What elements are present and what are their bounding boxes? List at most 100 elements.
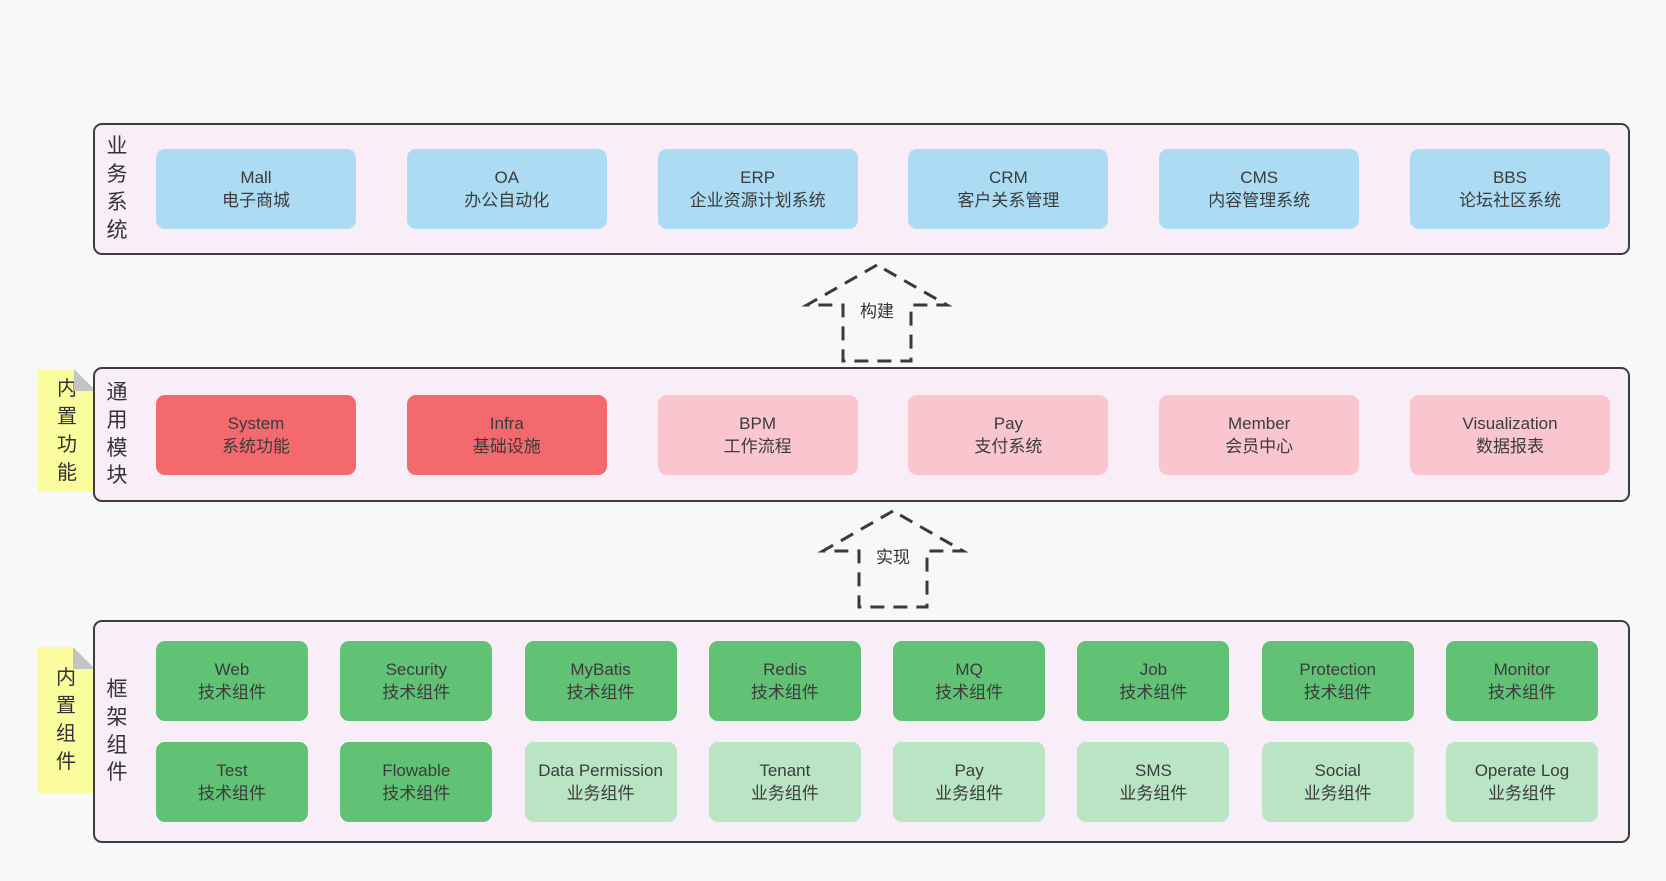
box-title: Protection	[1299, 660, 1376, 679]
layer-label: 框架组件	[106, 677, 128, 785]
box-subtitle: 技术组件	[1303, 683, 1372, 702]
box-title: Test	[216, 761, 248, 780]
box-subtitle: 内容管理系统	[1208, 191, 1311, 210]
box-infra: Infra 基础设施	[406, 394, 607, 475]
box-mq: MQ 技术组件	[893, 641, 1046, 721]
box-bbs: BBS 论坛社区系统	[1409, 149, 1610, 229]
box-mall: Mall 电子商城	[156, 149, 356, 229]
box-erp: ERP 企业资源计划系统	[657, 149, 858, 229]
layer-label: 业务系统	[106, 135, 128, 242]
box-subtitle: 电子商城	[222, 191, 290, 210]
arrow-build-label: 构建	[857, 296, 897, 323]
box-subtitle: 技术组件	[1119, 683, 1188, 702]
box-crm: CRM 客户关系管理	[908, 149, 1109, 229]
box-subtitle: 技术组件	[198, 683, 266, 702]
arrow-build: 构建	[797, 260, 957, 366]
box-subtitle: 业务组件	[750, 784, 819, 803]
box-protection: Protection 技术组件	[1261, 641, 1414, 721]
sticky-note-built-in-features: 内置功能	[38, 369, 96, 492]
box-subtitle: 技术组件	[750, 683, 819, 702]
box-title: Job	[1139, 660, 1168, 679]
box-pay-component: Pay 业务组件	[893, 742, 1046, 822]
box-test: Test 技术组件	[156, 742, 308, 822]
box-title: System	[227, 413, 285, 433]
box-title: CRM	[989, 168, 1028, 187]
box-operate-log: Operate Log 业务组件	[1445, 742, 1598, 822]
box-subtitle: 数据报表	[1475, 436, 1544, 456]
sticky-note-text: 内置功能	[57, 377, 77, 484]
box-subtitle: 技术组件	[382, 683, 451, 702]
box-sms: SMS 业务组件	[1077, 742, 1230, 822]
box-bpm: BPM 工作流程	[657, 394, 858, 475]
box-cms: CMS 内容管理系统	[1159, 149, 1360, 229]
box-title: OA	[494, 168, 520, 187]
box-flowable: Flowable 技术组件	[340, 742, 493, 822]
sticky-note-text: 内置组件	[56, 667, 76, 773]
arrow-implement-label: 实现	[873, 542, 913, 569]
sticky-note-built-in-components: 内置组件	[37, 647, 95, 793]
box-web: Web 技术组件	[156, 641, 308, 721]
box-security: Security 技术组件	[340, 641, 493, 721]
layer-framework-components: 框架组件 Web 技术组件 Security 技术组件 MyBatis 技术组件…	[93, 620, 1630, 843]
box-pay: Pay 支付系统	[908, 394, 1109, 475]
box-job: Job 技术组件	[1077, 641, 1230, 721]
layer-boxes: Web 技术组件 Security 技术组件 MyBatis 技术组件 Redi…	[156, 641, 1598, 822]
box-redis: Redis 技术组件	[708, 641, 861, 721]
layer-common-modules: 通用模块 System 系统功能 Infra 基础设施 BPM 工作流程 Pay…	[93, 367, 1630, 502]
box-title: SMS	[1134, 761, 1172, 780]
box-subtitle: 论坛社区系统	[1458, 191, 1561, 210]
box-title: Data Permission	[538, 761, 663, 780]
box-title: Flowable	[382, 761, 451, 780]
layer-boxes: Mall 电子商城 OA 办公自动化 ERP 企业资源计划系统 CRM 客户关系…	[156, 149, 1610, 229]
box-title: BBS	[1492, 168, 1527, 187]
box-subtitle: 会员中心	[1225, 436, 1294, 456]
box-subtitle: 技术组件	[198, 784, 266, 803]
up-arrow-dashed-icon	[817, 509, 969, 609]
box-title: MQ	[955, 660, 983, 679]
box-data-permission: Data Permission 业务组件	[524, 742, 677, 822]
box-subtitle: 技术组件	[382, 784, 451, 803]
arrow-implement: 实现	[813, 506, 973, 612]
layer-label: 通用模块	[106, 380, 128, 488]
box-title: Tenant	[759, 761, 811, 780]
box-subtitle: 支付系统	[974, 436, 1043, 456]
box-title: Monitor	[1493, 660, 1551, 679]
box-title: Social	[1314, 761, 1361, 780]
box-subtitle: 业务组件	[1487, 784, 1556, 803]
box-title: Pay	[993, 413, 1024, 433]
box-title: Mall	[240, 168, 272, 187]
box-subtitle: 办公自动化	[464, 191, 550, 210]
layer-business-systems: 业务系统 Mall 电子商城 OA 办公自动化 ERP 企业资源计划系统 CRM…	[93, 123, 1630, 255]
box-subtitle: 企业资源计划系统	[689, 191, 826, 210]
box-subtitle: 技术组件	[1487, 683, 1556, 702]
box-visualization: Visualization 数据报表	[1409, 394, 1610, 475]
box-subtitle: 技术组件	[935, 683, 1004, 702]
box-title: Security	[385, 660, 447, 679]
box-title: Redis	[763, 660, 807, 679]
box-social: Social 业务组件	[1261, 742, 1414, 822]
box-subtitle: 技术组件	[566, 683, 635, 702]
box-title: BPM	[739, 413, 777, 433]
box-subtitle: 业务组件	[1119, 784, 1188, 803]
box-title: Infra	[489, 413, 524, 433]
box-title: ERP	[740, 168, 776, 187]
box-subtitle: 业务组件	[935, 784, 1004, 803]
up-arrow-dashed-icon	[801, 263, 953, 363]
box-title: Visualization	[1462, 413, 1558, 433]
box-title: Web	[214, 660, 250, 679]
box-title: Member	[1228, 413, 1291, 433]
box-subtitle: 业务组件	[566, 784, 635, 803]
box-mybatis: MyBatis 技术组件	[524, 641, 677, 721]
box-member: Member 会员中心	[1159, 394, 1360, 475]
box-subtitle: 业务组件	[1303, 784, 1372, 803]
box-subtitle: 客户关系管理	[957, 191, 1060, 210]
box-subtitle: 基础设施	[472, 436, 541, 456]
box-subtitle: 工作流程	[723, 436, 792, 456]
box-title: Pay	[954, 761, 984, 780]
box-monitor: Monitor 技术组件	[1445, 641, 1598, 721]
box-tenant: Tenant 业务组件	[708, 742, 861, 822]
box-title: MyBatis	[570, 660, 631, 679]
box-title: CMS	[1240, 168, 1279, 187]
box-title: Operate Log	[1474, 761, 1570, 780]
